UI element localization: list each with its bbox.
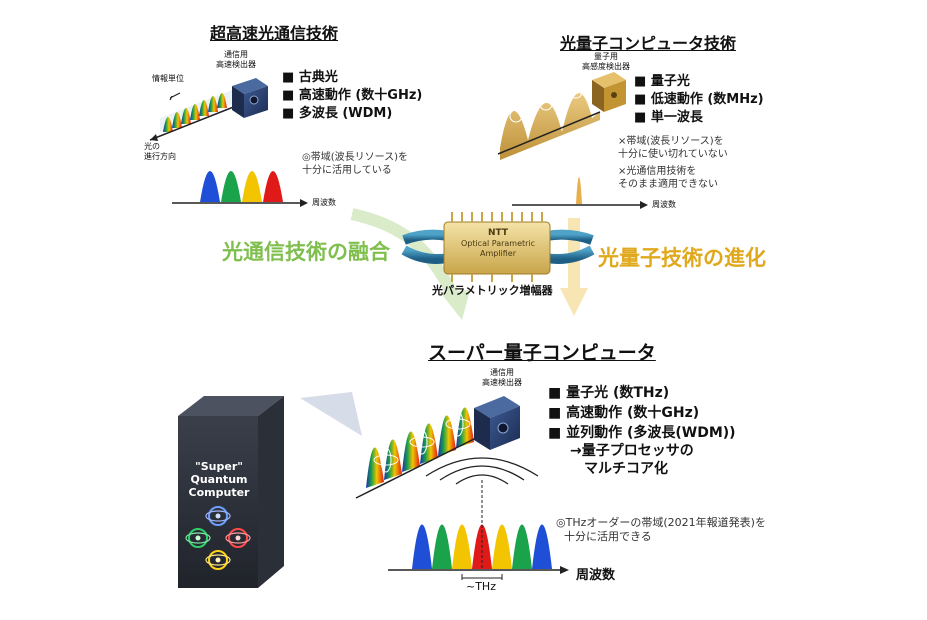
comm-note-line: 十分に活用している (302, 164, 392, 176)
comm-note: ◎帯域(波長リソース)を 十分に活用している (302, 152, 408, 177)
green-merge-arrow-head (440, 290, 470, 320)
direction-label-line: 進行方向 (144, 152, 176, 161)
comm-bullet-text: 多波長 (WDM) (298, 106, 393, 121)
comm-detector-label: 通信用 高速検出器 (216, 50, 256, 70)
quantum-wave (497, 85, 601, 160)
comm-spectrum (172, 171, 308, 207)
super-sub: →量子プロセッサの マルチコア化 (570, 442, 694, 478)
super-axis-label: 周波数 (576, 568, 616, 583)
comm-bullet-text: 古典光 (298, 70, 338, 85)
thz-label: ~THz (466, 580, 496, 593)
super-detector-label: 通信用 高速検出器 (482, 368, 522, 388)
super-bullet-2: ■ 高速動作 (数十GHz) (548, 405, 700, 421)
quantum-axis-label: 周波数 (652, 200, 676, 209)
quantum-note-2: ×光通信用技術を そのまま適用できない (618, 166, 718, 191)
quantum-note-line: 十分に使い切れていない (618, 148, 728, 160)
comm-detector-cube (232, 78, 268, 118)
comm-bullet-2: ■ 高速動作 (数十GHz) (282, 88, 423, 103)
super-bullet-3: ■ 並列動作 (多波長(WDM)) (548, 425, 736, 441)
super-wdm-waves (355, 407, 489, 499)
device-brand: NTT (487, 228, 509, 238)
comm-bullet-text: 高速動作 (数十GHz) (298, 88, 423, 103)
yellow-merge-arrow-head (560, 288, 588, 316)
bubble-pointer (300, 392, 362, 436)
optical-comm-title: 超高速光通信技術 (210, 24, 339, 43)
super-detector-label-line: 通信用 (490, 368, 514, 377)
comm-detector-label-line: 通信用 (224, 50, 248, 59)
super-detector-label-line: 高速検出器 (482, 378, 522, 387)
comm-bullet-3: ■ 多波長 (WDM) (282, 106, 393, 121)
super-note-line: ◎THzオーダーの帯域(2021年報道発表)を (556, 516, 766, 529)
fusion-left-label: 光通信技術の融合 (222, 240, 390, 264)
fusion-right-label: 光量子技術の進化 (598, 246, 766, 270)
quantum-note-line: ×帯域(波長リソース)を (618, 136, 724, 147)
quantum-detector-label-line: 量子用 (594, 52, 618, 61)
super-spectrum (388, 457, 569, 580)
super-bullet-1: ■ 量子光 (数THz) (548, 385, 670, 401)
quantum-bullet-2: ■ 低速動作 (数MHz) (634, 92, 764, 107)
box-label-line: "Super" (195, 460, 243, 473)
direction-label: 光の 進行方向 (144, 142, 176, 162)
super-sub-line: →量子プロセッサの (570, 443, 694, 459)
quantum-bullet-3: ■ 単一波長 (634, 110, 703, 125)
quantum-detector-cube (592, 72, 626, 112)
comm-bullet-1: ■ 古典光 (282, 70, 338, 85)
box-label-line: Quantum (190, 473, 248, 487)
quantum-note-line: そのまま適用できない (618, 178, 718, 190)
quantum-detector-label-line: 高感度検出器 (582, 62, 630, 71)
device-caption: 光パラメトリック増幅器 (432, 284, 553, 297)
comm-note-line: ◎帯域(波長リソース)を (302, 152, 409, 163)
super-sub-line: マルチコア化 (584, 461, 668, 478)
quantum-bullet-text: 単一波長 (650, 110, 703, 125)
opa-device (401, 212, 595, 282)
super-detector-cube (474, 396, 520, 450)
comm-detector-label-line: 高速検出器 (216, 60, 256, 69)
device-text-line: Optical Parametric (460, 239, 536, 249)
wdm-wave-stack (149, 90, 237, 141)
super-qc-title: スーパー量子コンピュータ (428, 342, 656, 364)
qubit-atom-green (185, 528, 211, 548)
super-note-line: 十分に活用できる (564, 529, 652, 543)
quantum-bullet-1: ■ 量子光 (634, 74, 690, 89)
qubit-atom-blue (205, 506, 231, 526)
super-qc-box-label: "Super" Quantum Computer (180, 460, 258, 500)
box-label-line: Computer (188, 486, 250, 500)
super-note: ◎THzオーダーの帯域(2021年報道発表)を 十分に活用できる (556, 516, 766, 544)
quantum-spectrum (512, 177, 648, 209)
super-bullet-text: 並列動作 (多波長(WDM)) (566, 425, 736, 441)
super-bullet-text: 高速動作 (数十GHz) (566, 405, 700, 421)
super-qc-box (178, 396, 284, 588)
comm-axis-label: 周波数 (312, 198, 336, 207)
quantum-opt-title: 光量子コンピュータ技術 (560, 34, 737, 53)
quantum-note-1: ×帯域(波長リソース)を 十分に使い切れていない (618, 136, 728, 161)
direction-label-line: 光の (144, 142, 160, 151)
info-unit-label: 情報単位 (152, 74, 184, 83)
device-label: NTT Optical Parametric Amplifier (456, 228, 540, 259)
qubit-atom-yellow (205, 550, 231, 570)
quantum-bullet-text: 低速動作 (数MHz) (650, 92, 764, 107)
quantum-bullet-text: 量子光 (650, 74, 690, 89)
super-bullet-text: 量子光 (数THz) (566, 385, 670, 401)
qubit-atom-red (225, 528, 251, 548)
quantum-detector-label: 量子用 高感度検出器 (582, 52, 630, 72)
device-text-line: Amplifier (479, 249, 517, 259)
quantum-note-line: ×光通信用技術を (618, 166, 697, 177)
